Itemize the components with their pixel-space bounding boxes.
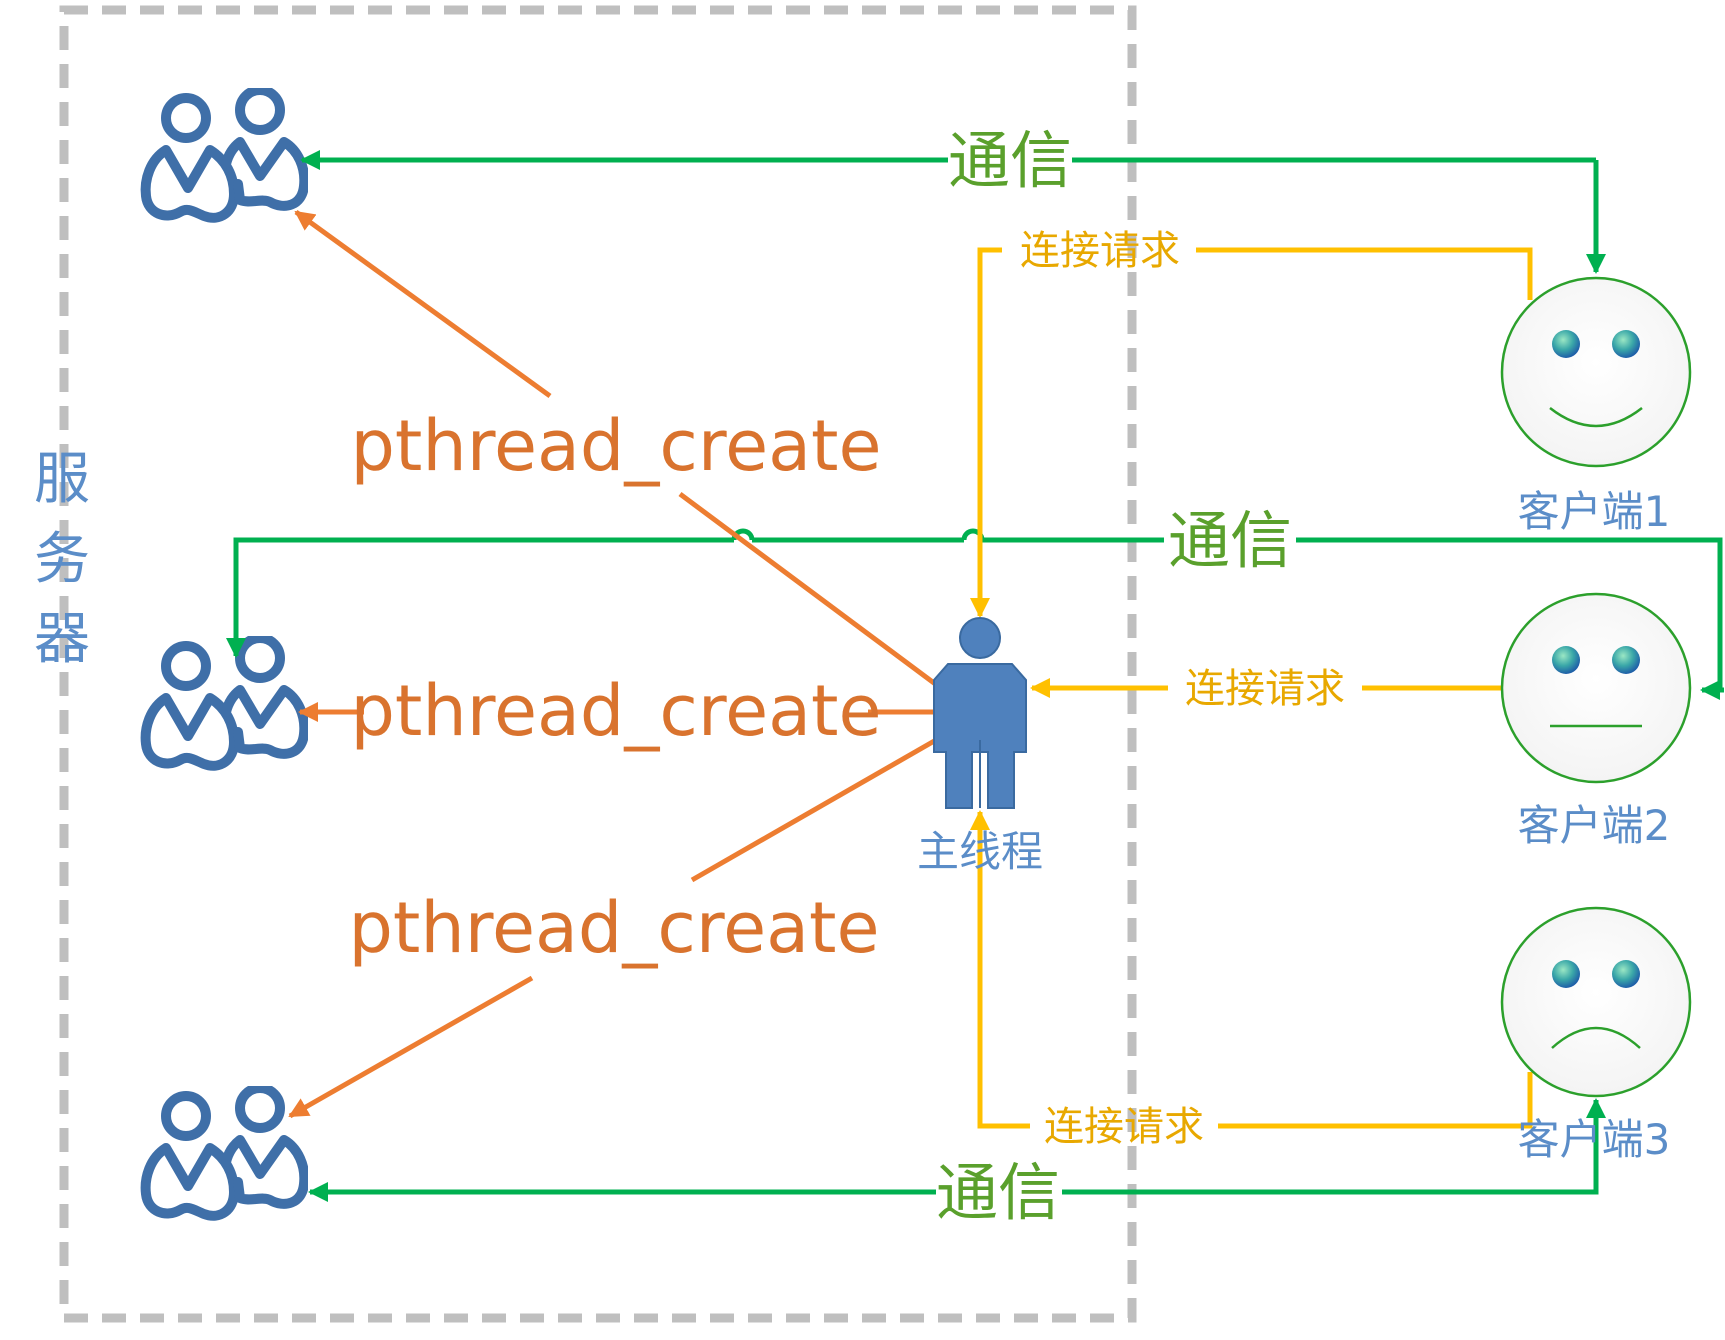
request-line-1 xyxy=(970,247,1533,618)
comm-line-3 xyxy=(308,1098,1606,1202)
client-2-label: 客户端2 xyxy=(1518,801,1671,850)
pthread-create-label-3: pthread_create xyxy=(348,887,879,969)
pthread-line-1 xyxy=(294,209,940,689)
worker-thread-1-icon xyxy=(146,90,305,218)
server-boundary xyxy=(59,5,1137,1323)
client-1-label: 客户端1 xyxy=(1518,487,1671,536)
request-label-2: 连接请求 xyxy=(1185,666,1345,712)
server-label-char-1: 服 xyxy=(34,447,90,512)
worker-thread-2-icon xyxy=(146,638,305,766)
main-thread-label: 主线程 xyxy=(917,827,1043,876)
client-3-label: 客户端3 xyxy=(1518,1115,1671,1164)
comm-label-3: 通信 xyxy=(936,1156,1060,1229)
main-thread-person-icon xyxy=(933,617,1027,809)
client-3-smiley-icon xyxy=(1500,906,1692,1098)
comm-line-1 xyxy=(300,150,1606,274)
server-label-char-2: 务 xyxy=(34,527,90,592)
pthread-create-label-1: pthread_create xyxy=(350,405,881,487)
client-1-smiley-icon xyxy=(1500,276,1692,468)
comm-label-2: 通信 xyxy=(1168,504,1292,577)
client-2-smiley-icon xyxy=(1500,592,1692,784)
comm-line-2 xyxy=(226,528,1724,700)
request-line-3 xyxy=(970,810,1533,1129)
pthread-create-label-2: pthread_create xyxy=(350,670,881,752)
request-label-1: 连接请求 xyxy=(1020,228,1180,274)
request-label-3: 连接请求 xyxy=(1044,1104,1204,1150)
worker-thread-3-icon xyxy=(146,1088,305,1216)
pthread-line-3 xyxy=(288,737,938,1119)
comm-label-1: 通信 xyxy=(948,124,1072,197)
server-label-char-3: 器 xyxy=(34,607,90,672)
